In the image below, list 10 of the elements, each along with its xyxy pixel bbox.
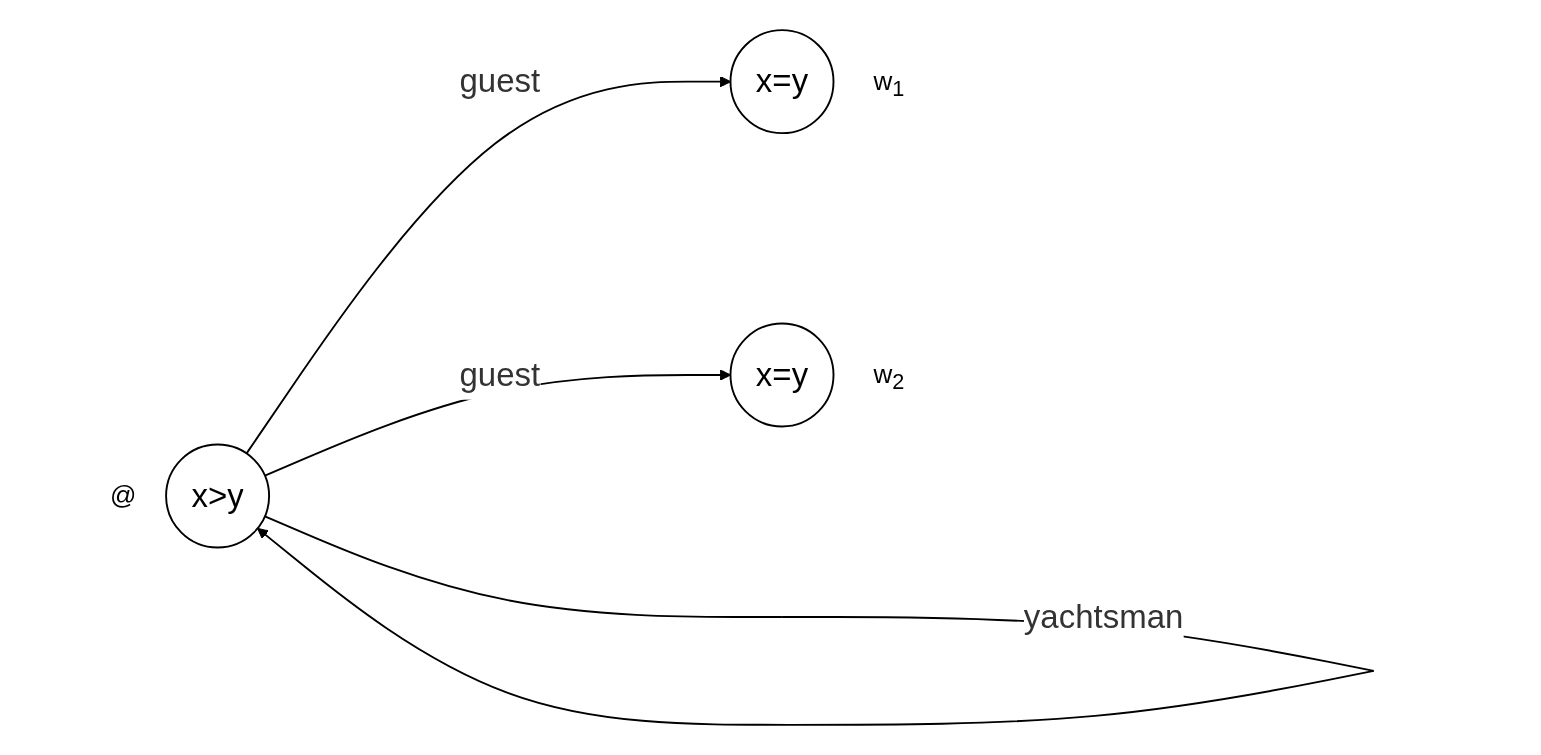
edge-label: guest <box>459 355 541 394</box>
node-circle: x=y <box>729 322 835 428</box>
arrow <box>245 76 731 455</box>
node-circle: x=y <box>729 29 835 135</box>
node-caption: w$_{1}$ <box>873 65 905 102</box>
edge-label: yachtsman <box>1023 597 1184 636</box>
node-caption: @ <box>110 479 137 511</box>
edge-label: guest <box>459 61 541 101</box>
node-caption: w$_{2}$ <box>873 359 905 396</box>
node-circle: x>y <box>165 443 271 549</box>
